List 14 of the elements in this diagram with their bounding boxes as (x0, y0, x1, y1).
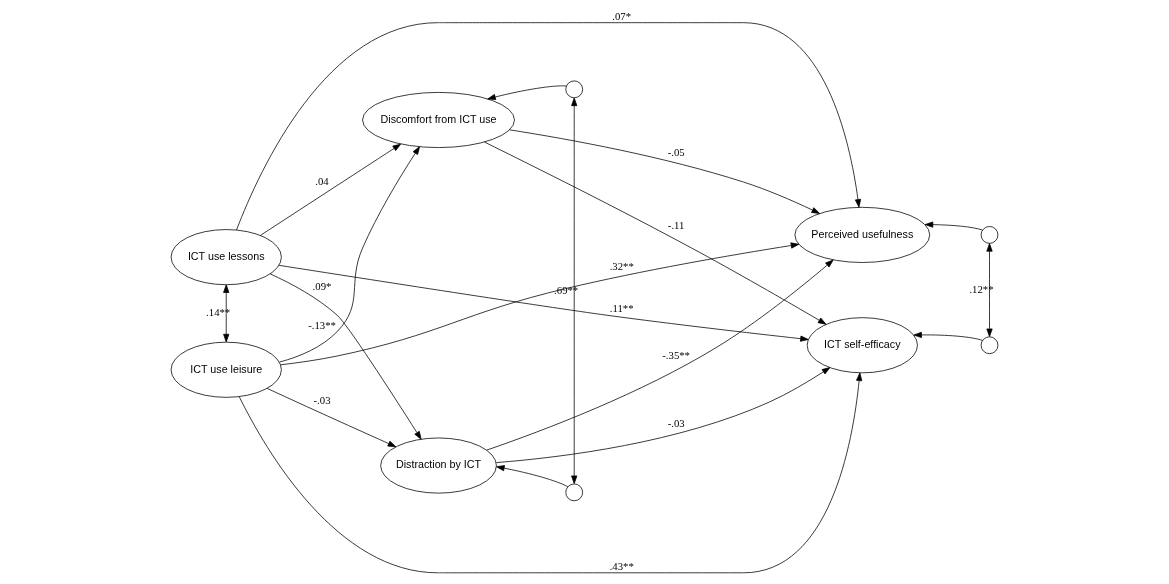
edge-label: .14** (206, 306, 231, 319)
edge-label: -.03 (667, 416, 685, 429)
edge-label: .69** (554, 283, 579, 296)
edge-label: .43** (609, 559, 634, 572)
edge-label: -.05 (667, 146, 685, 159)
edge-label: .32** (609, 260, 634, 273)
edge-label: .09* (312, 280, 332, 293)
edge-label: -.03 (313, 393, 331, 406)
edge-label: -.35** (662, 349, 690, 362)
edge-label: .04 (315, 175, 329, 188)
edge-label: .07* (612, 9, 632, 22)
edge-label: -.13** (308, 318, 336, 331)
edge-label: .11** (609, 302, 634, 315)
edge-label: -.11 (667, 218, 685, 231)
